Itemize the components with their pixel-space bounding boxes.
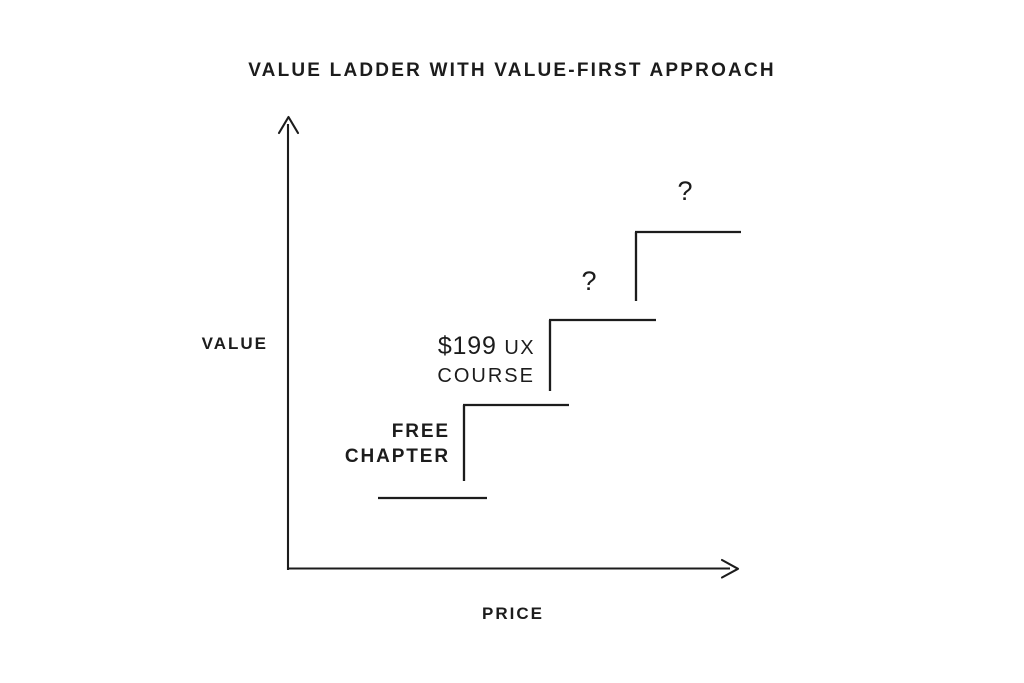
tier1-line1: FREE bbox=[391, 421, 450, 442]
step-tier-2 bbox=[462, 403, 569, 481]
x-axis-label: PRICE bbox=[482, 604, 544, 623]
tier2-product: UX bbox=[504, 337, 535, 359]
step-tier-4 bbox=[634, 230, 741, 301]
y-axis-arrowhead bbox=[277, 115, 300, 135]
tier2-line1: $199 UX bbox=[265, 330, 535, 363]
tier-label-ux-course: $199 UX COURSE bbox=[265, 330, 535, 389]
step-tier-3 bbox=[548, 318, 656, 391]
tier1-line2: CHAPTER bbox=[344, 445, 450, 467]
tier-label-unknown-1: ? bbox=[581, 266, 597, 296]
y-axis-label: VALUE bbox=[201, 334, 268, 353]
x-axis-arrowhead bbox=[720, 558, 740, 579]
page-title: VALUE LADDER WITH VALUE-FIRST APPROACH bbox=[248, 60, 776, 81]
tier-label-free-chapter: FREE CHAPTER bbox=[195, 420, 450, 469]
y-axis bbox=[277, 115, 300, 570]
tier2-line2: COURSE bbox=[437, 364, 535, 387]
tier2-price: $199 bbox=[437, 332, 497, 360]
x-axis bbox=[288, 558, 740, 579]
tier-label-unknown-2: ? bbox=[677, 176, 693, 206]
